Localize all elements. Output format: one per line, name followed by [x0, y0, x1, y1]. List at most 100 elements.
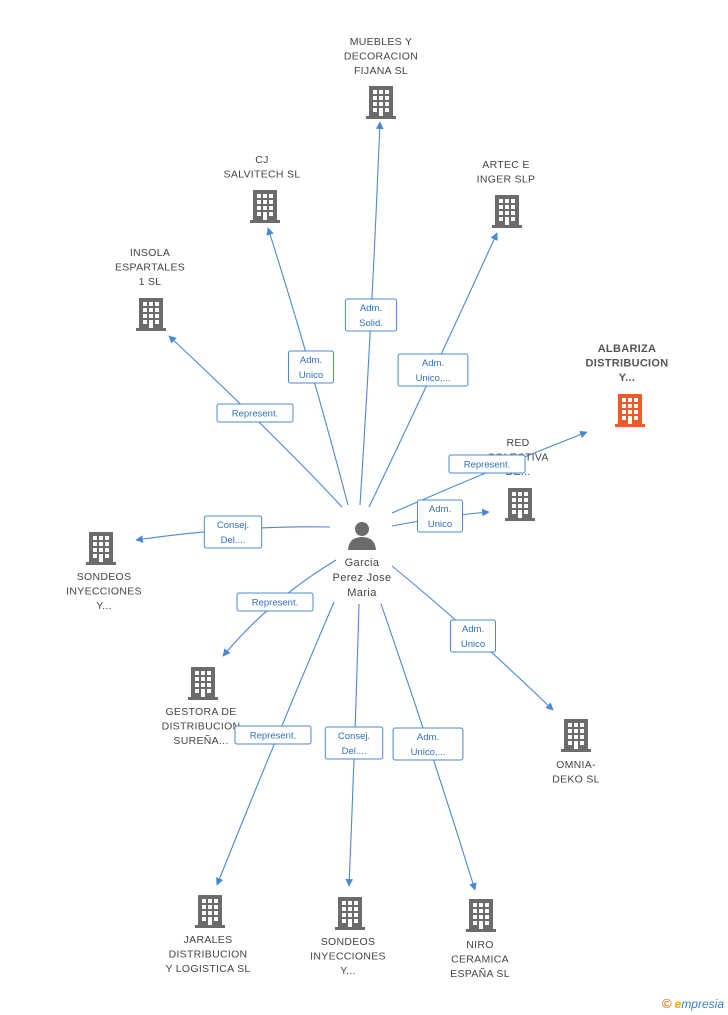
- company-name-line: ESPARTALES: [115, 262, 185, 274]
- edge-label-text: Adm.: [300, 355, 322, 366]
- building-icon: [136, 298, 166, 331]
- edge-label-text: Adm.: [462, 624, 484, 635]
- person-icon: [348, 522, 376, 550]
- company-name-line: CERAMICA: [451, 954, 509, 966]
- company-name-line: NIRO: [466, 939, 493, 951]
- company-name-line: SUREÑA...: [173, 734, 228, 747]
- company-node-gestora[interactable]: GESTORA DE DISTRIBUCIONSUREÑA...: [162, 667, 241, 747]
- company-name-line: DECORACION: [344, 51, 418, 63]
- person-name-line: Garcia: [345, 557, 380, 569]
- edge-label-sondeos1[interactable]: Consej. Del....: [203, 515, 263, 549]
- company-name-line: Y...: [619, 372, 636, 384]
- edge-label-text: Unico: [428, 519, 452, 530]
- edge-label-text: Adm.: [429, 504, 451, 515]
- edge-label-box: [234, 725, 312, 745]
- edge-label-text: Adm.: [360, 303, 382, 314]
- edge-label-insola[interactable]: Represent.: [216, 403, 294, 423]
- building-icon: [492, 195, 522, 228]
- company-name-line: SONDEOS: [77, 571, 132, 583]
- company-name-line: INYECCIONES: [310, 951, 386, 963]
- edge-label-box: [417, 499, 463, 533]
- edge-label-text: Solid.: [359, 318, 383, 329]
- edge-label-text: Unico: [299, 370, 323, 381]
- company-name-line: MUEBLES Y: [350, 36, 413, 48]
- company-node-omnia[interactable]: OMNIA- DEKO SL: [552, 719, 600, 786]
- edge-label-box: [216, 403, 294, 423]
- company-name-line: ARTEC E: [482, 159, 529, 171]
- company-name-line: DISTRIBUCION: [162, 721, 241, 733]
- edge-label-artece[interactable]: Adm.Unico,...: [397, 353, 469, 387]
- edge-label-text: Represent.: [232, 409, 278, 420]
- company-name-line: ESPAÑA SL: [450, 967, 510, 980]
- edge-line-insola: [168, 335, 343, 508]
- company-name-line: SALVITECH SL: [224, 169, 301, 181]
- company-node-jarales[interactable]: JARALES DISTRIBUCION Y LOGISTICA SL: [165, 895, 250, 975]
- company-name-line: DISTRIBUCION: [169, 949, 248, 961]
- building-icon: [188, 667, 218, 700]
- edge-label-sondeos2[interactable]: Consej. Del....: [324, 726, 384, 760]
- edge-label-text: Del....: [342, 746, 367, 757]
- company-node-muebles[interactable]: MUEBLES Y DECORACION FIJANA SL: [344, 36, 418, 119]
- company-name-line: GESTORA DE: [165, 706, 236, 718]
- edge-label-gestora[interactable]: Represent.: [236, 592, 314, 612]
- company-name-line: INYECCIONES: [66, 586, 142, 598]
- copyright-icon: ©: [662, 996, 672, 1011]
- edge-label-red[interactable]: Adm. Unico: [417, 499, 463, 533]
- nodes-layer: MUEBLES Y DECORACION FIJANA SL CJ SALVITECH …: [66, 36, 668, 980]
- edge-label-box: [324, 726, 384, 760]
- person-name-line: Perez Jose: [332, 572, 391, 584]
- building-icon: [505, 488, 535, 521]
- company-name-line: FIJANA SL: [354, 65, 408, 77]
- company-node-sondeos1[interactable]: SONDEOSINYECCIONESY...: [66, 532, 142, 612]
- edge-label-muebles[interactable]: Adm. Solid.: [344, 298, 398, 332]
- company-name-line: RED: [506, 437, 529, 449]
- edge-label-text: Adm.: [417, 732, 439, 743]
- footer-brand[interactable]: © empresia: [662, 996, 724, 1011]
- company-node-albariza[interactable]: ALBARIZA DISTRIBUCION Y...: [585, 343, 668, 427]
- company-node-artece[interactable]: ARTEC E INGER SLP: [477, 159, 536, 228]
- edge-label-box: [397, 353, 469, 387]
- edge-label-text: Adm.: [422, 358, 444, 369]
- edge-label-cj[interactable]: Adm. Unico: [288, 350, 334, 384]
- building-icon: [366, 86, 396, 119]
- company-name-line: 1 SL: [139, 276, 162, 288]
- edge-label-box: [448, 454, 526, 474]
- edge-label-box: [236, 592, 314, 612]
- building-icon: [86, 532, 116, 565]
- company-name-line: Y LOGISTICA SL: [165, 963, 250, 975]
- company-name-line: CJ: [255, 154, 268, 166]
- company-name-line: DEKO SL: [552, 774, 600, 786]
- edge-label-niro[interactable]: Adm. Unico,...: [392, 727, 464, 761]
- edge-label-box: [392, 727, 464, 761]
- company-node-red[interactable]: REDCOLECTIVADE...: [487, 437, 548, 521]
- company-node-cj[interactable]: CJ SALVITECH SL: [224, 154, 301, 223]
- company-name-line: OMNIA-: [556, 759, 596, 771]
- edge-label-omnia[interactable]: Adm. Unico: [450, 619, 496, 653]
- edge-label-box: [203, 515, 263, 549]
- edge-label-text: Consej.: [338, 731, 370, 742]
- edge-label-albariza[interactable]: Represent.: [448, 454, 526, 474]
- building-icon: [335, 897, 365, 930]
- company-node-sondeos2[interactable]: SONDEOSINYECCIONESY...: [310, 897, 386, 977]
- person-name-line: Maria: [347, 587, 377, 599]
- edge-label-text: Unico: [461, 639, 485, 650]
- company-name-line: INGER SLP: [477, 174, 536, 186]
- building-icon: [466, 899, 496, 932]
- company-name-line: JARALES: [184, 934, 233, 946]
- building-icon: [561, 719, 591, 752]
- edge-label-box: [450, 619, 496, 653]
- edge-label-text: Unico,...: [411, 747, 446, 758]
- company-name-line: DISTRIBUCION: [585, 358, 668, 370]
- company-name-line: ALBARIZA: [598, 343, 657, 355]
- edge-label-jarales[interactable]: Represent.: [234, 725, 312, 745]
- edge-label-text: Represent.: [250, 731, 296, 742]
- edge-label-text: Del....: [221, 535, 246, 546]
- edge-label-text: Represent.: [252, 598, 298, 609]
- edge-label-box: [288, 350, 334, 384]
- edge-label-text: Consej.: [217, 520, 249, 531]
- company-name-line: Y...: [340, 965, 356, 977]
